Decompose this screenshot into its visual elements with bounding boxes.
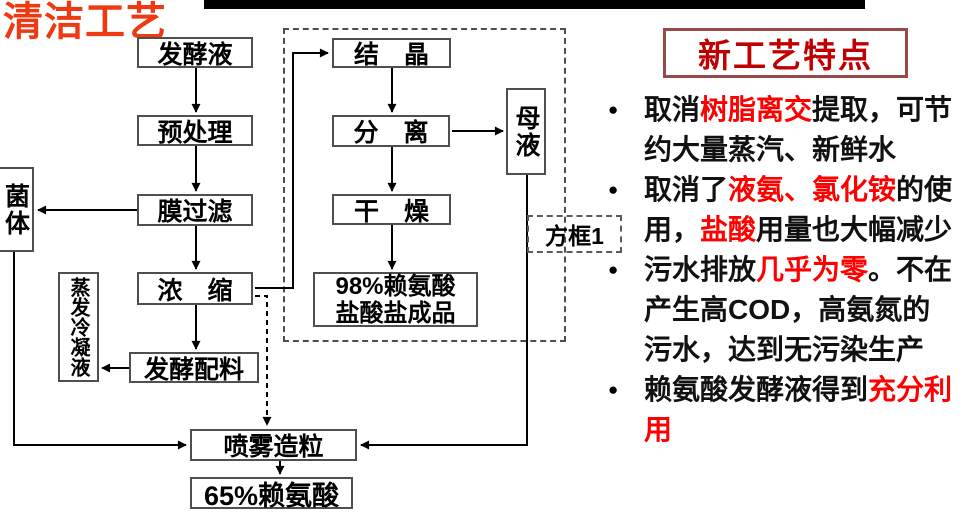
bullet-dot-icon: ● <box>608 380 619 399</box>
node-label: 膜过滤 <box>157 198 233 226</box>
node-label: 母液 <box>512 104 540 159</box>
feature-bullet: ● 污水排放几乎为零。不在产生高COD，高氨氮的污水，达到无污染生产 <box>600 250 962 370</box>
node-label: 预处理 <box>157 118 233 147</box>
bullet-line: 取消了液氨、氯化铵的使 <box>644 170 962 210</box>
plain-text: 取消 <box>644 94 701 125</box>
node-label: 分 离 <box>353 119 429 147</box>
plain-text: 约大量蒸汽、新鲜水 <box>644 134 897 165</box>
features-title: 新工艺特点 <box>698 37 873 74</box>
node-label: 浓 缩 <box>157 276 233 305</box>
bullet-line: 产生高COD，高氨氮的 <box>644 290 962 330</box>
bullet-line: 取消树脂离交提取，可节 <box>644 90 962 130</box>
node-label: 发酵液 <box>157 40 233 69</box>
node-label: 结 晶 <box>353 41 429 69</box>
bullet-line: 污水排放几乎为零。不在 <box>644 250 962 290</box>
bullet-dot-icon: ● <box>608 260 619 279</box>
node-separation: 分 离 <box>332 115 450 147</box>
node-concentration: 浓 缩 <box>137 272 253 305</box>
plain-text: 赖氨酸发酵液得到 <box>644 374 869 405</box>
node-bacteria: 菌体 <box>0 167 34 252</box>
node-pretreatment: 预处理 <box>137 115 253 147</box>
plain-text: 污水，达到无污染生产 <box>644 334 925 365</box>
bullet-text: 取消树脂离交提取，可节约大量蒸汽、新鲜水 <box>644 90 962 170</box>
features-list: ●取消树脂离交提取，可节约大量蒸汽、新鲜水●取消了液氨、氯化铵的使用，盐酸用量也… <box>600 90 962 450</box>
highlighted-text: 用 <box>644 414 673 445</box>
plain-text: 用， <box>644 214 701 245</box>
plain-text: 的使 <box>896 174 953 205</box>
feature-bullet: ● 赖氨酸发酵液得到充分利用 <box>600 370 962 450</box>
bullet-dot-icon: ● <box>608 100 619 119</box>
node-crystallization: 结 晶 <box>332 38 451 69</box>
plain-text: 用量也大幅减少 <box>756 214 953 245</box>
feature-bullet: ●取消了液氨、氯化铵的使用，盐酸用量也大幅减少 <box>600 170 962 250</box>
node-label: 菌体 <box>1 182 30 237</box>
node-drying: 干 燥 <box>332 194 451 226</box>
node-mother-liquor: 母液 <box>506 88 546 175</box>
plain-text: 取消了 <box>644 174 729 205</box>
node-evaporation-condensate: 蒸发冷凝液 <box>58 272 99 382</box>
node-label: 发酵配料 <box>143 355 244 384</box>
plain-text: 产生高COD，高氨氮的 <box>644 294 931 325</box>
node-fermentation-ingredients: 发酵配料 <box>129 352 259 384</box>
highlighted-text: 盐酸 <box>700 214 757 245</box>
bullet-text: 赖氨酸发酵液得到充分利用 <box>644 370 962 450</box>
feature-bullet: ● 取消树脂离交提取，可节约大量蒸汽、新鲜水 <box>600 90 962 170</box>
highlighted-text: 液氨、 <box>728 174 813 205</box>
bullet-text: 污水排放几乎为零。不在产生高COD，高氨氮的污水，达到无污染生产 <box>644 250 962 370</box>
node-label: 蒸发冷凝液 <box>67 277 89 377</box>
bullet-text: 取消了液氨、氯化铵的使用，盐酸用量也大幅减少 <box>644 170 962 250</box>
node-label: 干 燥 <box>353 197 429 226</box>
features-title-box: 新工艺特点 <box>663 28 908 78</box>
bullet-dot-icon: ● <box>608 180 619 199</box>
plain-text: 污水排放 <box>644 254 757 285</box>
bullet-line: 约大量蒸汽、新鲜水 <box>644 130 962 170</box>
highlighted-text: 几乎为零 <box>756 254 869 285</box>
highlighted-text: 树脂离交 <box>700 94 813 125</box>
plain-text: 提取，可节 <box>812 94 953 125</box>
bullet-line: 赖氨酸发酵液得到充分利 <box>644 370 962 410</box>
node-label: 方框1 <box>545 223 604 249</box>
node-lysine-65: 65%赖氨酸 <box>190 477 353 511</box>
page-title: 清洁工艺 <box>3 0 167 44</box>
node-label: 喷雾造粒 <box>223 433 324 461</box>
bullet-line: 用 <box>644 410 962 450</box>
top-divider-bar <box>204 0 865 9</box>
node-membrane-filtration: 膜过滤 <box>137 194 253 226</box>
plain-text: 。不在 <box>868 254 953 285</box>
node-label-line1: 98%赖氨酸 <box>335 272 456 300</box>
node-spray-granulation: 喷雾造粒 <box>190 429 357 461</box>
highlighted-text: 充分利 <box>868 374 953 405</box>
node-product-98: 98%赖氨酸 盐酸盐成品 <box>313 272 478 327</box>
box1-label: 方框1 <box>527 215 622 253</box>
node-label-line2: 盐酸盐成品 <box>335 299 456 327</box>
node-label: 65%赖氨酸 <box>203 480 340 511</box>
bullet-line: 用，盐酸用量也大幅减少 <box>644 210 962 250</box>
node-fermentation-broth: 发酵液 <box>137 37 253 69</box>
highlighted-text: 氯化铵 <box>812 174 897 205</box>
bullet-line: 污水，达到无污染生产 <box>644 330 962 370</box>
